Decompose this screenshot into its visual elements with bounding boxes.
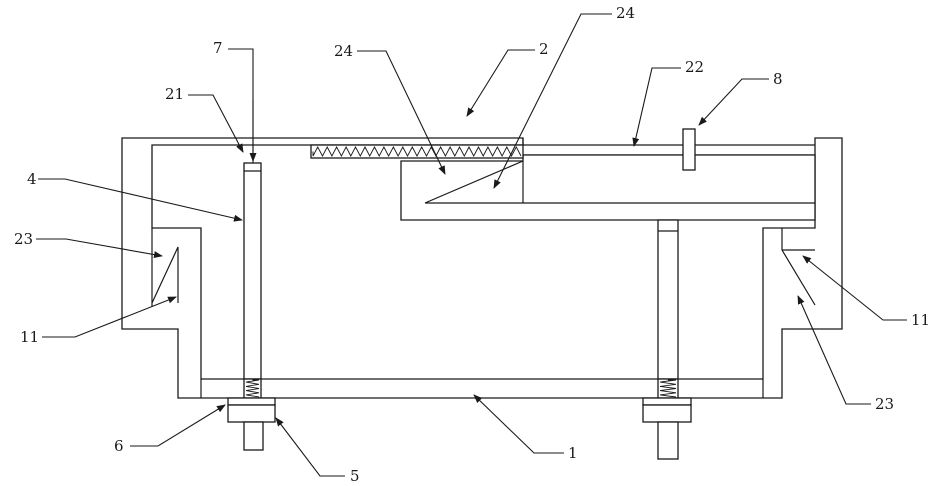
slider-block-part-2 [401, 155, 815, 220]
horizontal-spring [311, 145, 523, 158]
label-23-left: 23 [14, 230, 33, 248]
label-21: 21 [165, 85, 184, 103]
label-23-right: 23 [875, 395, 894, 413]
label-7: 7 [213, 39, 223, 57]
left-foot [228, 398, 275, 450]
label-8: 8 [773, 70, 783, 88]
label-5: 5 [350, 467, 360, 485]
right-vertical-rod [658, 220, 678, 398]
label-2: 2 [539, 40, 549, 58]
label-1: 1 [568, 444, 578, 462]
label-24-top: 24 [616, 4, 635, 22]
label-22: 22 [685, 58, 704, 76]
label-24-mid: 24 [334, 42, 353, 60]
label-11-left: 11 [20, 328, 39, 346]
left-vertical-rod-part-4 [244, 163, 261, 398]
right-foot [643, 398, 691, 459]
label-6: 6 [114, 437, 124, 455]
label-11-right: 11 [911, 311, 930, 329]
guide-rod-part-22 [523, 138, 815, 155]
label-4: 4 [27, 170, 37, 188]
stopper-block-part-8 [683, 129, 695, 170]
